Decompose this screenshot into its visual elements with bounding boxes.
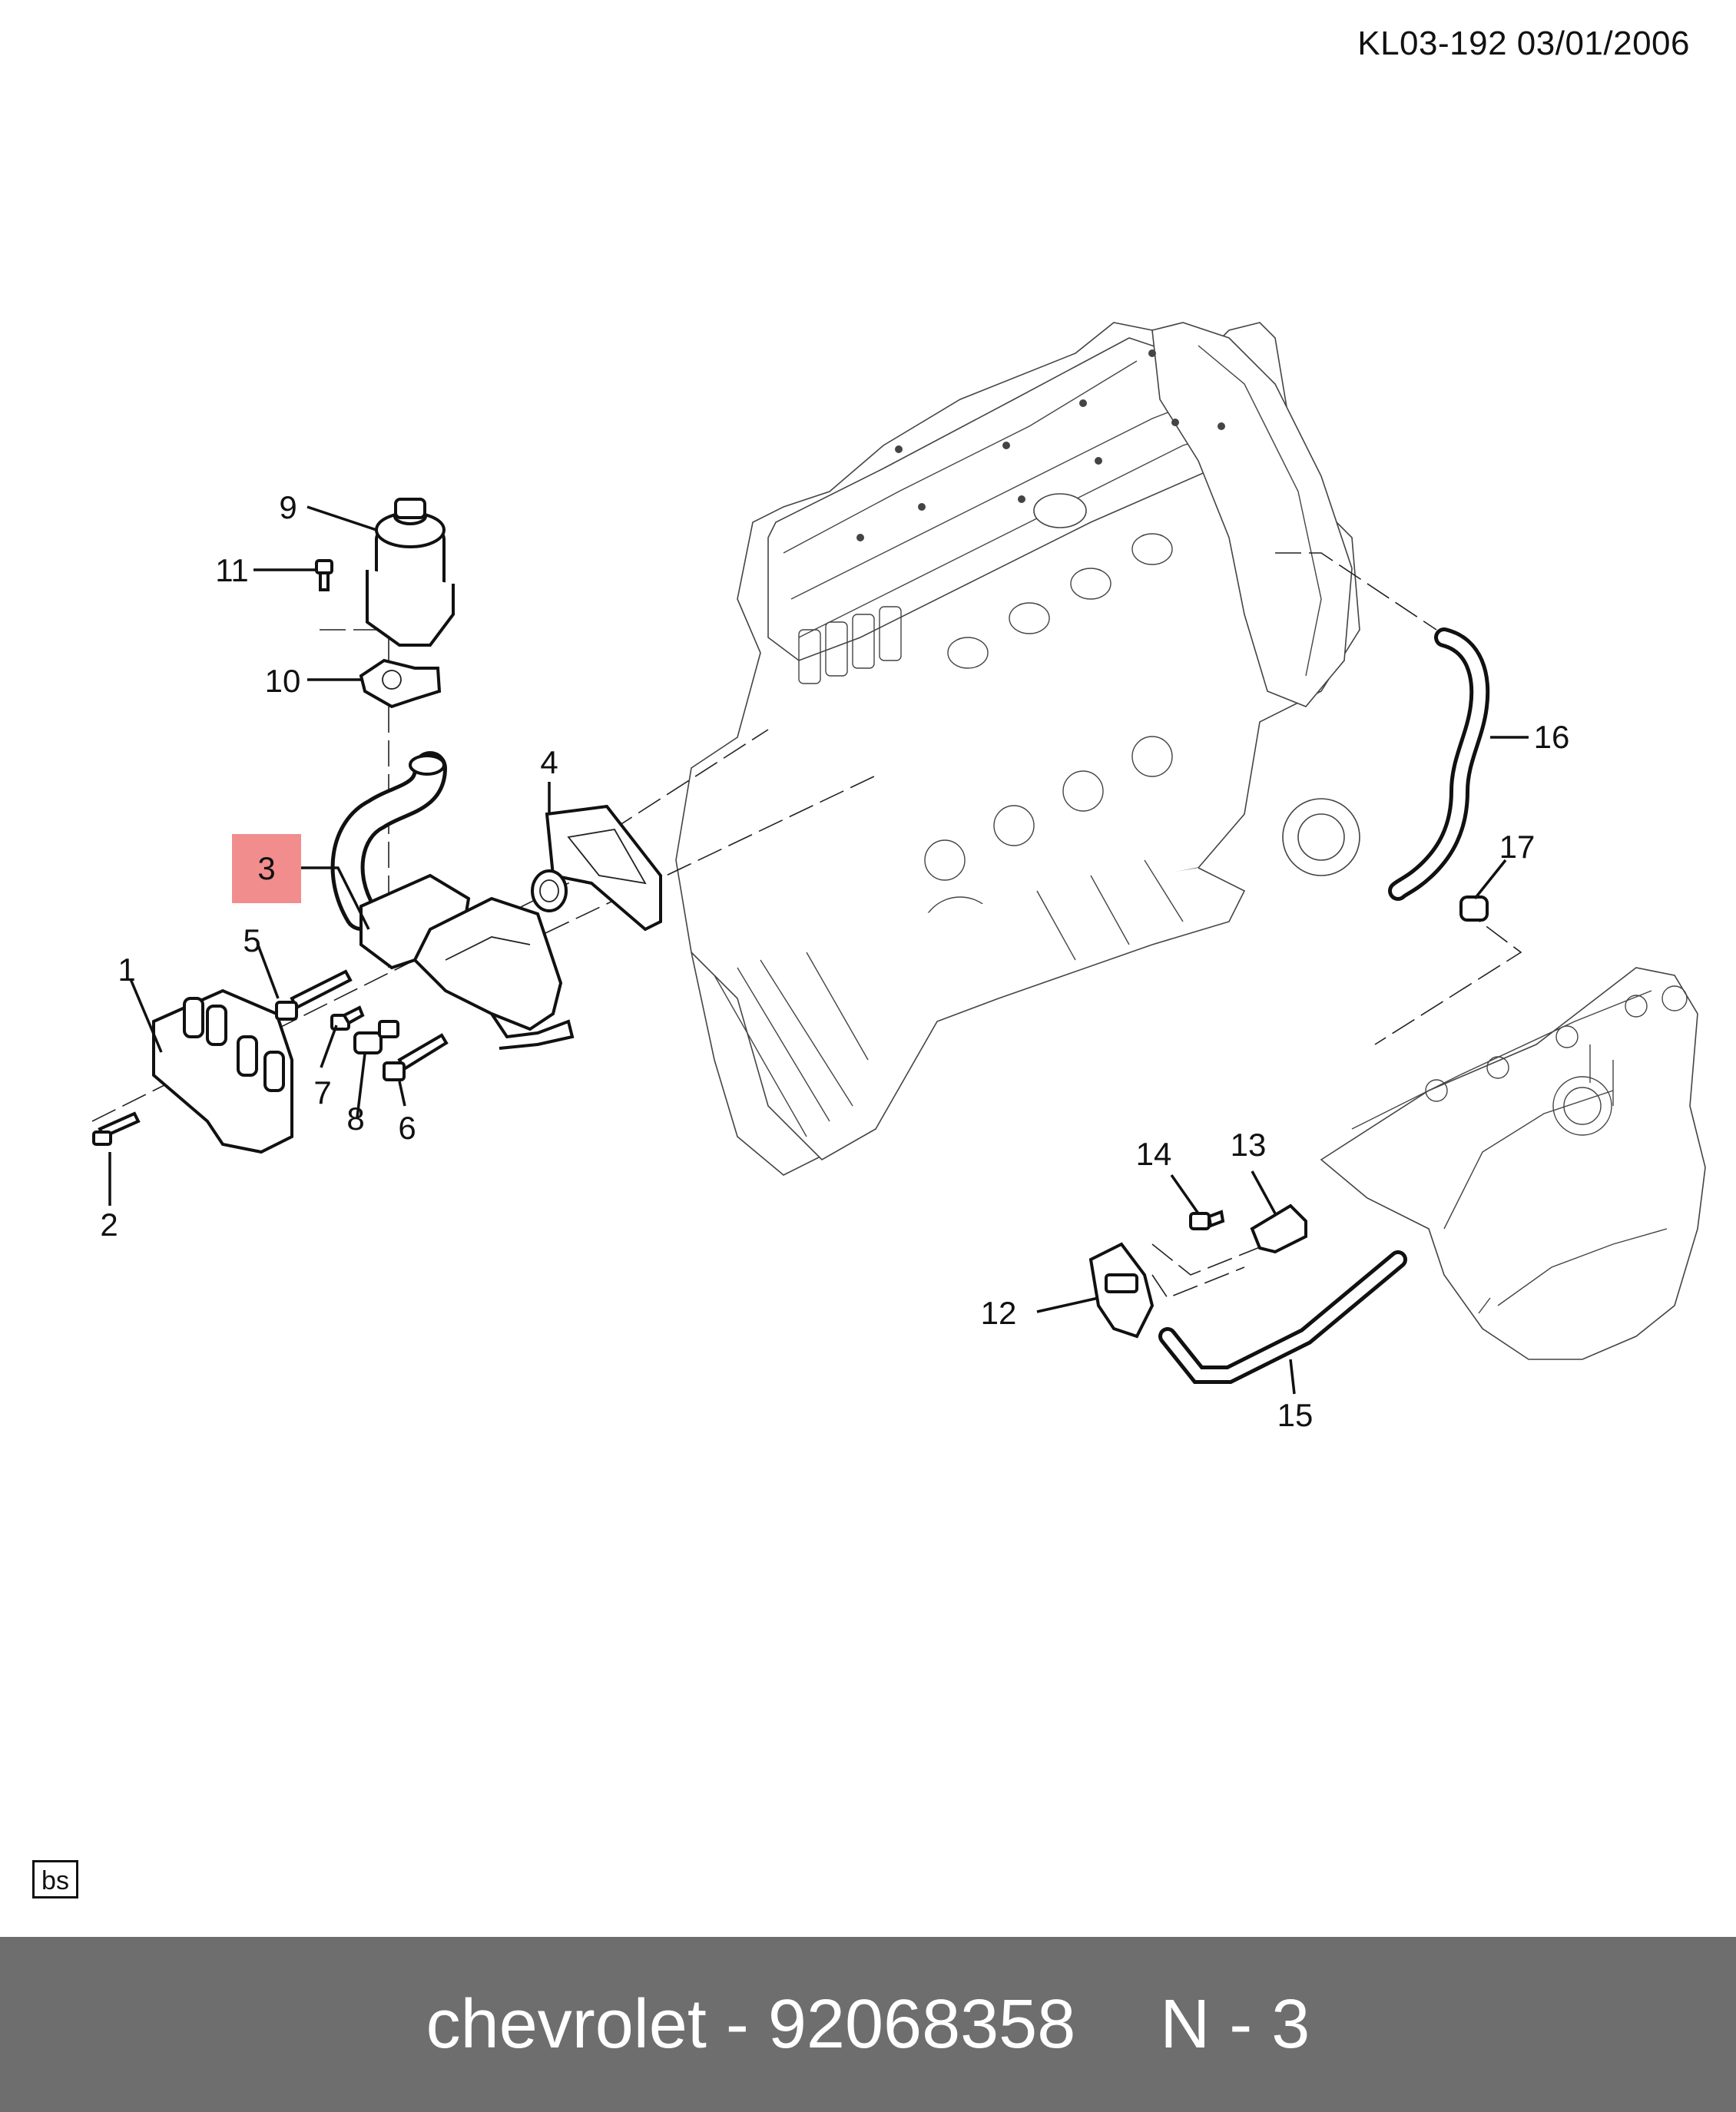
part-8-sensor bbox=[353, 1020, 399, 1054]
part-15-hose bbox=[1158, 1250, 1407, 1384]
callout-17: 17 bbox=[1499, 829, 1536, 865]
callout-6: 6 bbox=[398, 1110, 416, 1146]
callout-11: 11 bbox=[215, 552, 249, 588]
part-3-valve-housing bbox=[412, 896, 575, 1050]
callout-8: 8 bbox=[346, 1101, 365, 1137]
callout-2: 2 bbox=[100, 1207, 118, 1243]
callout-12: 12 bbox=[980, 1295, 1017, 1331]
footer-separator: - bbox=[725, 1985, 749, 2063]
part-14-bolt bbox=[1189, 1210, 1225, 1230]
callout-7: 7 bbox=[313, 1074, 332, 1111]
part-12-valve bbox=[1088, 1242, 1155, 1339]
engine-block-illustration bbox=[675, 322, 1360, 1176]
callout-10: 10 bbox=[264, 663, 301, 699]
part-10-gasket bbox=[359, 658, 442, 709]
part-11-bolt bbox=[315, 559, 333, 591]
callout-15: 15 bbox=[1277, 1397, 1314, 1433]
part-17-clip bbox=[1459, 895, 1489, 922]
part-6-bolt bbox=[383, 1033, 449, 1081]
footer-bar: chevrolet - 92068358 N - 3 bbox=[0, 1937, 1736, 2112]
exploded-parts-diagram bbox=[91, 322, 1706, 1395]
footer-part-number: 92068358 bbox=[767, 1985, 1076, 2063]
callout-14: 14 bbox=[1135, 1136, 1172, 1172]
part-9-air-valve bbox=[366, 498, 455, 647]
callout-leader-lines bbox=[108, 505, 1529, 1395]
callout-13: 13 bbox=[1230, 1127, 1267, 1163]
part-5-bolt bbox=[275, 969, 353, 1021]
callout-1: 1 bbox=[118, 952, 136, 988]
callout-3-highlighted: 3 bbox=[232, 834, 301, 903]
part-4-gasket bbox=[531, 804, 662, 932]
part-7-bolt bbox=[330, 1005, 365, 1031]
intake-manifold-illustration bbox=[1320, 967, 1706, 1360]
part-1-bracket bbox=[152, 988, 293, 1154]
callout-4: 4 bbox=[540, 744, 558, 780]
document-reference: KL03-192 03/01/2006 bbox=[1357, 25, 1690, 62]
part-16-hose bbox=[1388, 627, 1490, 901]
part-3-pipe bbox=[330, 751, 471, 970]
part-13-bracket bbox=[1250, 1203, 1307, 1254]
part-2-bolt bbox=[92, 1111, 141, 1146]
callout-5: 5 bbox=[243, 922, 261, 958]
footer-position-label: N - 3 bbox=[1160, 1985, 1310, 2063]
callout-9: 9 bbox=[279, 489, 297, 525]
callout-16: 16 bbox=[1533, 719, 1570, 755]
footer-brand: chevrolet bbox=[426, 1985, 707, 2063]
corner-label-box: bs bbox=[32, 1860, 78, 1898]
